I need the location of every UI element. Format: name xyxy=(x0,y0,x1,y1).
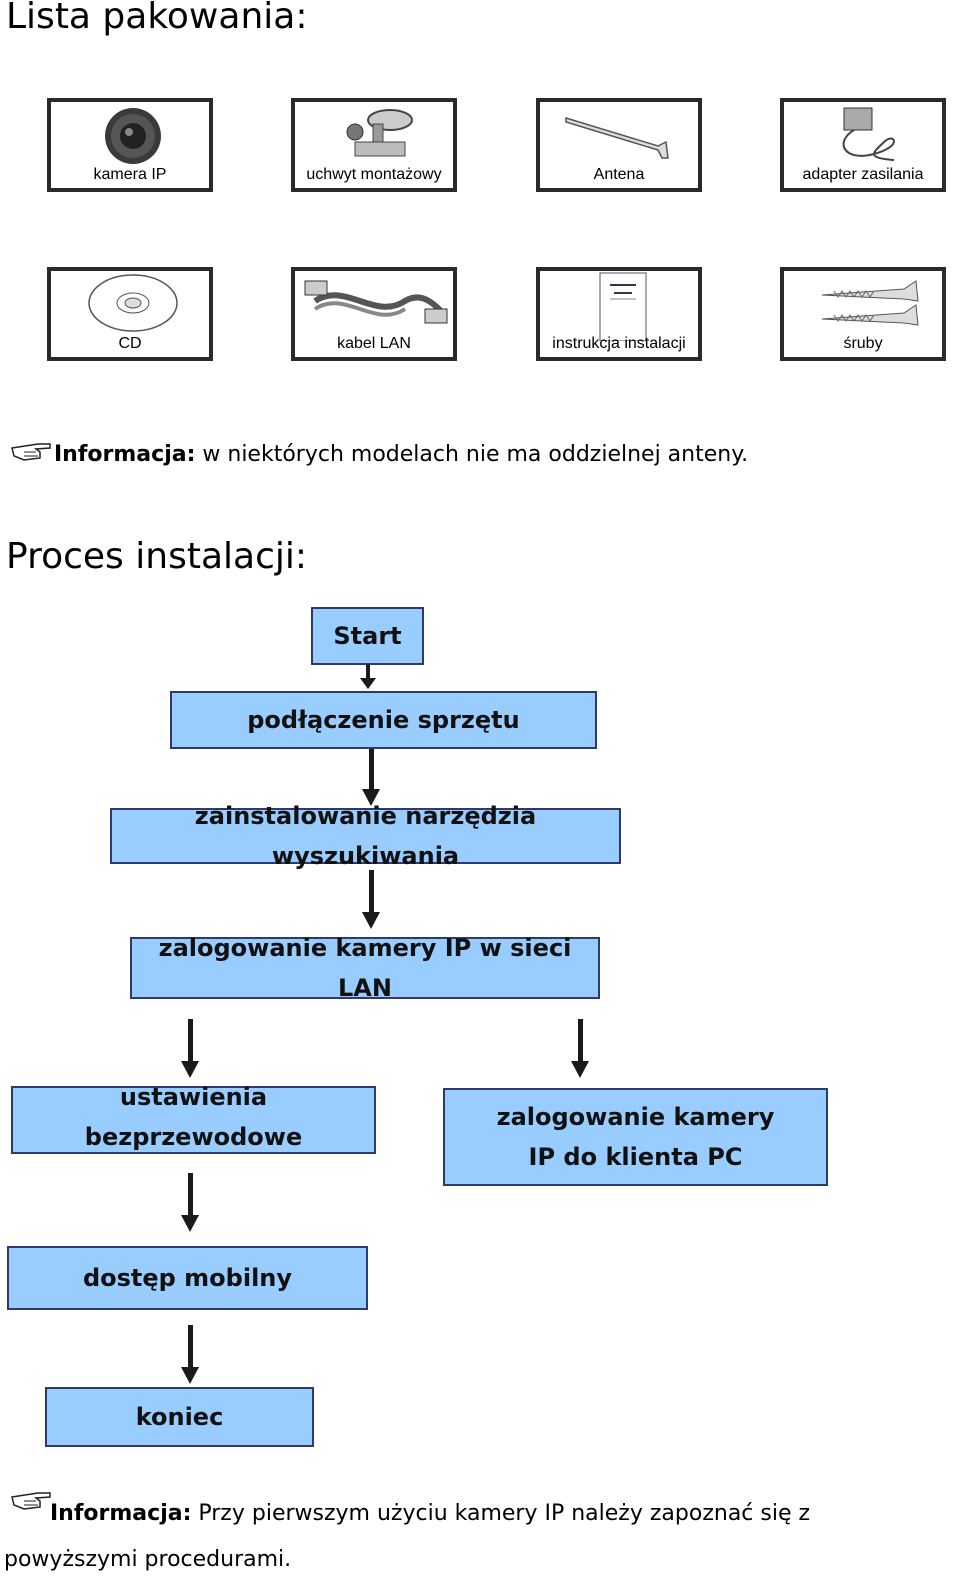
manual-icon xyxy=(599,272,647,341)
pointing-hand-icon xyxy=(11,443,51,461)
item-manual: instrukcja instalacji xyxy=(536,267,702,361)
item-label: CD xyxy=(118,335,142,352)
item-label: uchwyt montażowy xyxy=(306,166,442,183)
item-ip-camera: kamera IP xyxy=(47,98,213,192)
lan-cable-icon xyxy=(304,280,448,324)
item-power-adapter: adapter zasilania xyxy=(780,98,946,192)
cd-icon xyxy=(88,274,178,332)
arrow-down-icon xyxy=(181,1325,199,1384)
item-label: instrukcja instalacji xyxy=(552,335,686,352)
item-label: adapter zasilania xyxy=(802,166,924,183)
arrow-down-icon xyxy=(181,1173,199,1232)
info-note-procedures: Informacja: Przy pierwszym użyciu kamery… xyxy=(4,1487,944,1577)
item-label: kabel LAN xyxy=(337,335,411,352)
info-text: Przy pierwszym użyciu kamery IP należy z… xyxy=(4,1501,811,1572)
item-label: kamera IP xyxy=(93,166,167,183)
arrow-down-icon xyxy=(360,664,376,689)
item-label: Antena xyxy=(593,166,645,183)
info-text: w niektórych modelach nie ma oddzielnej … xyxy=(195,442,749,467)
pointing-hand-icon xyxy=(11,1492,51,1510)
item-lan-cable: kabel LAN xyxy=(291,267,457,361)
arrow-down-icon xyxy=(362,749,380,806)
camera-icon xyxy=(105,108,161,164)
antenna-icon xyxy=(565,116,669,159)
item-label: śruby xyxy=(843,335,883,352)
arrow-down-icon xyxy=(362,870,380,929)
arrow-down-icon xyxy=(181,1019,199,1078)
step-start: Start xyxy=(311,607,424,665)
step-login-lan: zalogowanie kamery IP w sieci LAN xyxy=(130,934,600,1002)
install-process-title: Proces instalacji: xyxy=(6,536,307,577)
packing-list-title: Lista pakowania: xyxy=(6,0,308,37)
info-label: Informacja: xyxy=(54,442,196,467)
item-screws: śruby xyxy=(780,267,946,361)
step-pc-client: zalogowanie kamery IP do klienta PC xyxy=(443,1088,828,1186)
step-hardware: podłączenie sprzętu xyxy=(170,691,597,749)
step-search-tool: zainstalowanie narzędzia wyszukiwania xyxy=(110,802,621,870)
step-end: koniec xyxy=(45,1387,314,1447)
item-mount-bracket: uchwyt montażowy xyxy=(291,98,457,192)
mount-bracket-icon xyxy=(346,109,413,157)
step-mobile: dostęp mobilny xyxy=(7,1246,368,1310)
item-cd: CD xyxy=(47,267,213,361)
screws-icon xyxy=(821,280,919,326)
info-label: Informacja: xyxy=(50,1501,192,1526)
arrow-down-icon xyxy=(571,1019,589,1078)
power-adapter-icon xyxy=(842,107,895,161)
step-wireless: ustawienia bezprzewodowe xyxy=(11,1083,376,1154)
item-antenna: Antena xyxy=(536,98,702,192)
